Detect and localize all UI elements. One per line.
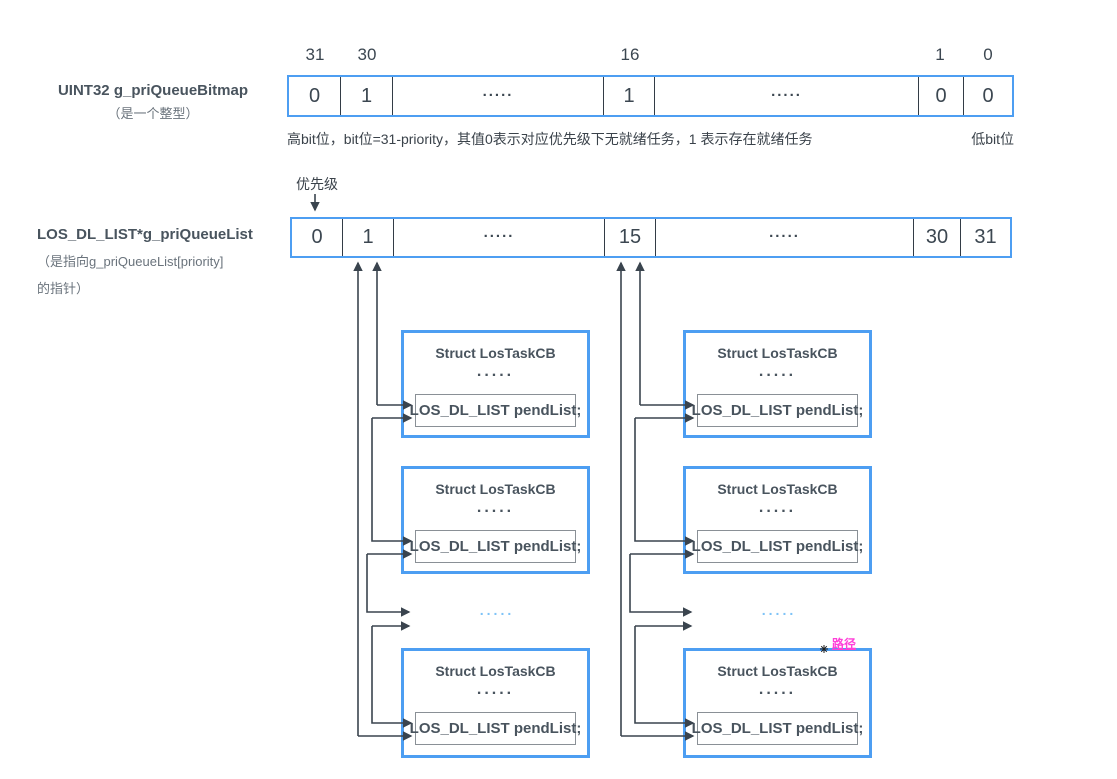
taskcb-title: Struct LosTaskCB	[435, 481, 556, 497]
lostaskcb-box-left-2: Struct LosTaskCB ..... LOS_DL_LIST pendL…	[401, 466, 590, 574]
lostaskcb-box-right-1: Struct LosTaskCB ..... LOS_DL_LIST pendL…	[683, 330, 872, 438]
taskcb-ellipsis: .....	[758, 681, 797, 698]
chain-ellipsis-left: .....	[479, 602, 515, 618]
taskcb-title: Struct LosTaskCB	[717, 481, 838, 497]
queue-cell-15: 15	[605, 219, 656, 256]
taskcb-title: Struct LosTaskCB	[435, 663, 556, 679]
lostaskcb-box-right-3: Struct LosTaskCB ..... LOS_DL_LIST pendL…	[683, 648, 872, 758]
taskcb-title: Struct LosTaskCB	[717, 663, 838, 679]
pendlist-field: LOS_DL_LIST pendList;	[692, 712, 863, 745]
queue-subtitle-2: 的指针）	[37, 281, 90, 296]
bit-label-1: 1	[935, 45, 945, 64]
queue-subtitle-1: （是指向g_priQueueList[priority]	[37, 254, 224, 269]
bitmap-caption-right: 低bit位	[971, 131, 1014, 147]
pri-queue-list-array: 0 1 ..... 15 ..... 30 31	[290, 217, 1012, 258]
bitmap-cell-ellipsis-low: .....	[655, 77, 919, 115]
bit-label-30: 30	[357, 45, 377, 64]
taskcb-ellipsis: .....	[758, 363, 797, 380]
priority-pointer-label: 优先级	[296, 176, 338, 192]
queue-cell-31: 31	[974, 226, 997, 248]
queue-cell-1: 1	[343, 219, 394, 256]
bitmap-subtitle: （是一个整型）	[107, 106, 199, 121]
queue-cell-ellipsis-low: .....	[394, 219, 605, 256]
bitmap-cell-ellipsis-high: .....	[393, 77, 604, 115]
pri-queue-bitmap-array: 0 1 ..... 1 ..... 0 0	[287, 75, 1014, 117]
lostaskcb-box-left-3: Struct LosTaskCB ..... LOS_DL_LIST pendL…	[401, 648, 590, 758]
bitmap-cell-31: 0	[289, 77, 341, 115]
pendlist-field: LOS_DL_LIST pendList;	[410, 712, 581, 745]
bitmap-cell-1: 0	[919, 77, 964, 115]
queue-cell-30: 30	[914, 219, 961, 256]
pendlist-field: LOS_DL_LIST pendList;	[692, 394, 863, 427]
bitmap-cell-0: 0	[982, 84, 994, 107]
pendlist-field: LOS_DL_LIST pendList;	[410, 394, 581, 427]
bit-label-16: 16	[620, 45, 640, 64]
arrow-right-box2-to-ellipsis	[629, 554, 693, 617]
bit-label-0: 0	[983, 45, 993, 64]
path-annotation-label: 路径	[832, 637, 857, 651]
pendlist-field: LOS_DL_LIST pendList;	[410, 530, 581, 563]
chain-ellipsis-right: .....	[761, 602, 797, 618]
bitmap-label-block: UINT32 g_priQueueBitmap （是一个整型）	[40, 82, 266, 122]
taskcb-ellipsis: .....	[476, 681, 515, 698]
taskcb-title: Struct LosTaskCB	[717, 345, 838, 361]
bitmap-caption-row: 高bit位，bit位=31-priority，其值0表示对应优先级下无就绪任务，…	[287, 129, 1014, 149]
queue-cell-ellipsis-high: .....	[656, 219, 914, 256]
taskcb-ellipsis: .....	[476, 499, 515, 516]
bitmap-cell-30: 1	[341, 77, 393, 115]
queue-cell-0: 0	[292, 219, 343, 256]
lostaskcb-box-right-2: Struct LosTaskCB ..... LOS_DL_LIST pendL…	[683, 466, 872, 574]
lostaskcb-box-left-1: Struct LosTaskCB ..... LOS_DL_LIST pendL…	[401, 330, 590, 438]
bitmap-caption: 高bit位，bit位=31-priority，其值0表示对应优先级下无就绪任务，…	[287, 131, 813, 147]
bit-label-31: 31	[305, 45, 325, 64]
queue-title: LOS_DL_LIST*g_priQueueList	[37, 226, 253, 243]
bitmap-title: UINT32 g_priQueueBitmap	[57, 82, 249, 99]
pendlist-field: LOS_DL_LIST pendList;	[692, 530, 863, 563]
taskcb-ellipsis: .....	[758, 499, 797, 516]
taskcb-ellipsis: .....	[476, 363, 515, 380]
queue-label-block: LOS_DL_LIST*g_priQueueList （是指向g_priQueu…	[37, 226, 282, 297]
taskcb-title: Struct LosTaskCB	[435, 345, 556, 361]
bitmap-cell-16: 1	[604, 77, 655, 115]
